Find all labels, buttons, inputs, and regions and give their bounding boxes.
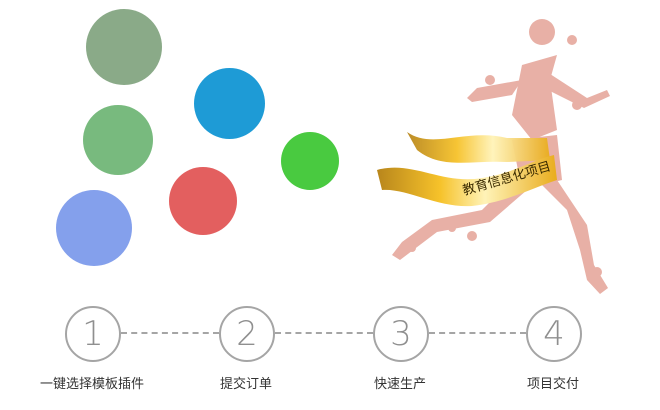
- bubble-sage-green: [86, 9, 162, 85]
- bubble-periwinkle-blue: [56, 190, 132, 266]
- step-2-circle: 2: [219, 306, 275, 362]
- step-4-label: 项目交付: [526, 377, 579, 392]
- bubble-sky-blue: [194, 68, 265, 139]
- ribbon-banner: 教育信息化项目: [377, 132, 557, 207]
- step-4-circle: 4: [526, 306, 582, 362]
- connector-1-2: [121, 332, 219, 334]
- step-3-label: 快速生产: [373, 377, 426, 392]
- step-1-label: 一键选择模板插件: [39, 377, 144, 392]
- step-3-circle: 3: [373, 306, 429, 362]
- step-2-label: 提交订单: [219, 377, 272, 392]
- bubble-bright-green: [281, 132, 339, 190]
- connector-2-3: [275, 332, 373, 334]
- bubble-coral-red: [169, 167, 237, 235]
- connector-3-4: [429, 332, 526, 334]
- bubble-medium-green: [83, 105, 153, 175]
- step-1-circle: 1: [65, 306, 121, 362]
- runner-illustration: 教育信息化项目: [377, 19, 610, 294]
